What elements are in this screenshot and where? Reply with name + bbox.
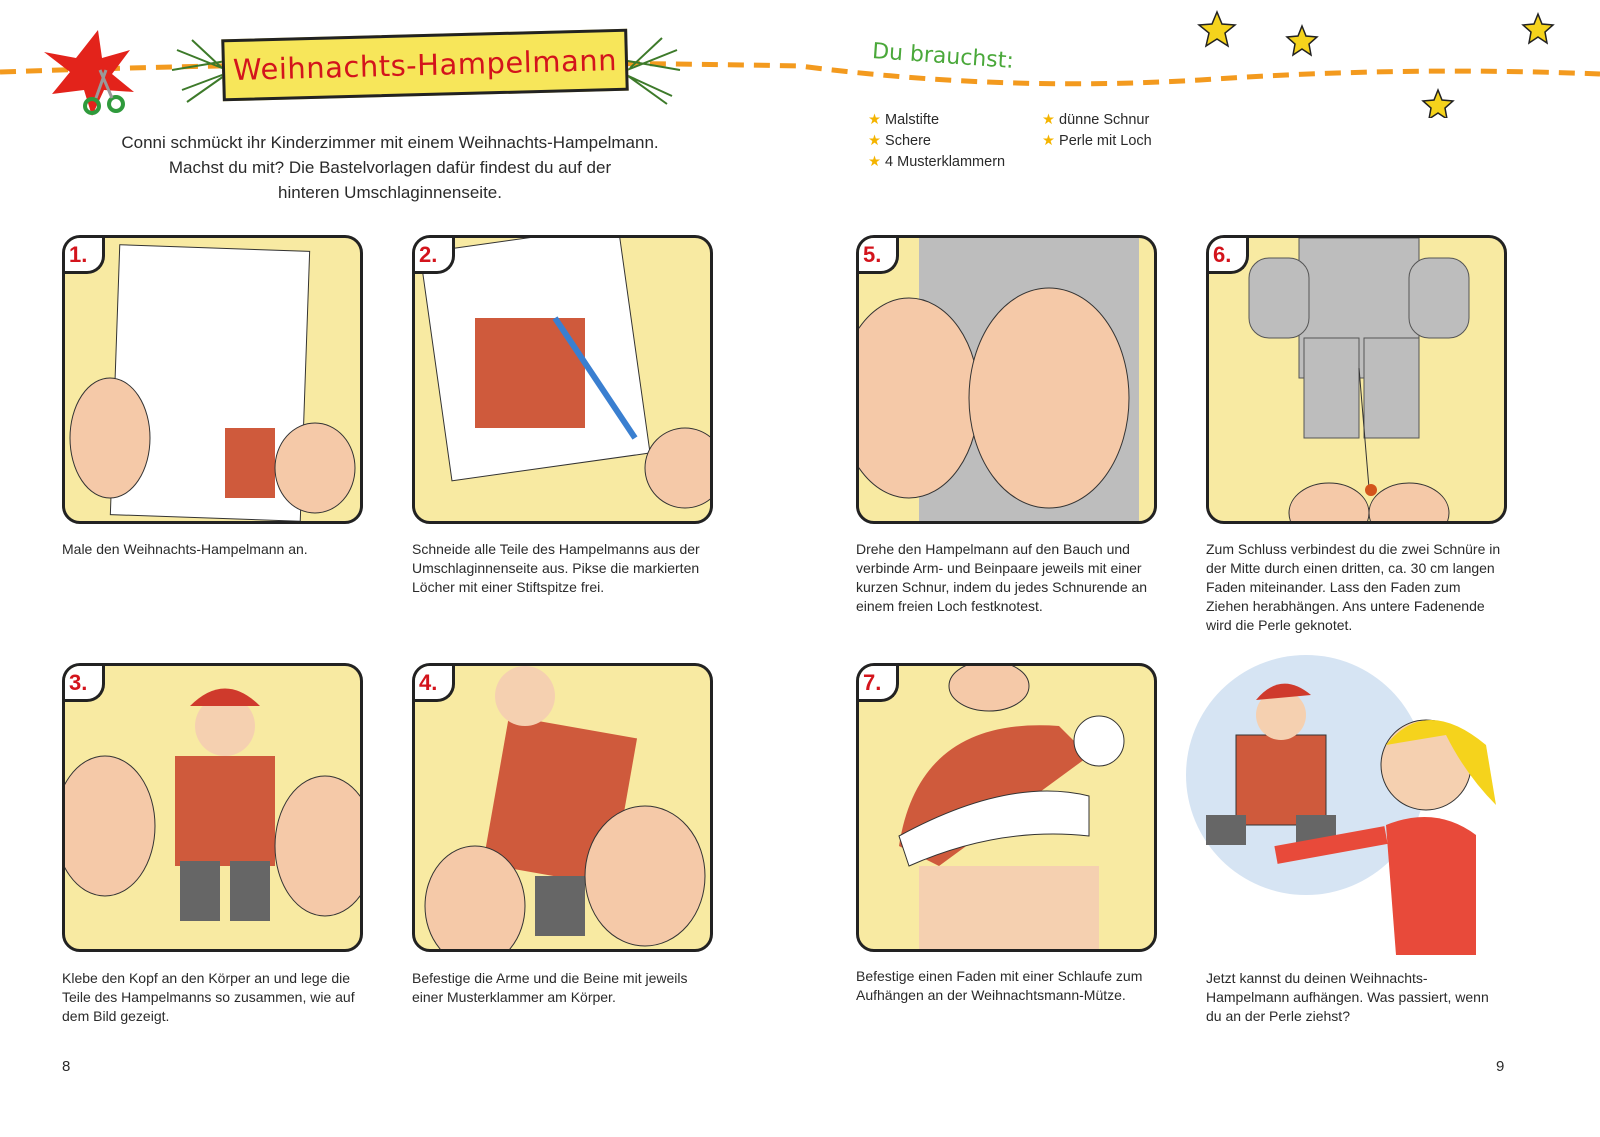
step-number: 1. <box>65 238 105 274</box>
step-number: 7. <box>859 666 899 702</box>
step-7-illustration: 7. <box>856 663 1157 952</box>
intro-line: Machst du mit? Die Bastelvorlagen dafür … <box>168 158 612 177</box>
star-icon <box>1421 87 1455 118</box>
materials-list-1: Malstifte Schere 4 Musterklammern <box>868 110 1005 173</box>
step-number: 6. <box>1209 238 1249 274</box>
page-number-right: 9 <box>1496 1058 1505 1075</box>
star-icon <box>1521 11 1555 45</box>
step-3-caption: Klebe den Kopf an den Körper an und lege… <box>62 970 355 1024</box>
step-6-caption: Zum Schluss verbindest du die zwei Schnü… <box>1206 541 1501 633</box>
step-5-illustration: 5. <box>856 235 1157 524</box>
step-number: 4. <box>415 666 455 702</box>
material-item: Schere <box>868 131 1005 152</box>
material-item: 4 Musterklammern <box>868 152 1005 173</box>
material-item: Perle mit Loch <box>1042 131 1152 152</box>
step-number: 5. <box>859 238 899 274</box>
step-6-illustration: 6. <box>1206 235 1507 524</box>
page-number-left: 8 <box>62 1058 71 1075</box>
title-banner: Weihnachts-Hampelmann <box>221 28 629 102</box>
step-2-illustration: 2. <box>412 235 713 524</box>
material-item: Malstifte <box>868 110 1005 131</box>
intro-line: hinteren Umschlaginnenseite. <box>278 183 502 202</box>
stars-decoration <box>1197 10 1555 118</box>
page-title: Weihnachts-Hampelmann <box>232 42 618 88</box>
intro-line: Conni schmückt ihr Kinderzimmer mit eine… <box>121 133 659 152</box>
star-scissors-icon <box>44 30 134 116</box>
fir-branches-icon <box>172 37 681 105</box>
step-number: 3. <box>65 666 105 702</box>
step-5-caption: Drehe den Hampelmann auf den Bauch und v… <box>856 541 1148 614</box>
step-4-illustration: 4. <box>412 663 713 952</box>
final-illustration-conni <box>1186 655 1496 955</box>
step-1-illustration: 1. <box>62 235 363 524</box>
step-4-caption: Befestige die Arme und die Beine mit jew… <box>412 970 688 1005</box>
step-number: 2. <box>415 238 455 274</box>
star-icon <box>1197 10 1237 48</box>
step-1-caption: Male den Weihnachts-Hampelmann an. <box>62 541 308 557</box>
intro-text: Conni schmückt ihr Kinderzimmer mit eine… <box>60 130 720 205</box>
star-icon <box>1285 23 1319 57</box>
step-7-caption: Befestige einen Faden mit einer Schlaufe… <box>856 968 1143 1003</box>
material-item: dünne Schnur <box>1042 110 1152 131</box>
materials-list-2: dünne Schnur Perle mit Loch <box>1042 110 1152 152</box>
step-2-caption: Schneide alle Teile des Hampelmanns aus … <box>412 541 700 595</box>
step-3-illustration: 3. <box>62 663 363 952</box>
final-caption: Jetzt kannst du deinen Weihnachts-Hampel… <box>1206 970 1489 1024</box>
